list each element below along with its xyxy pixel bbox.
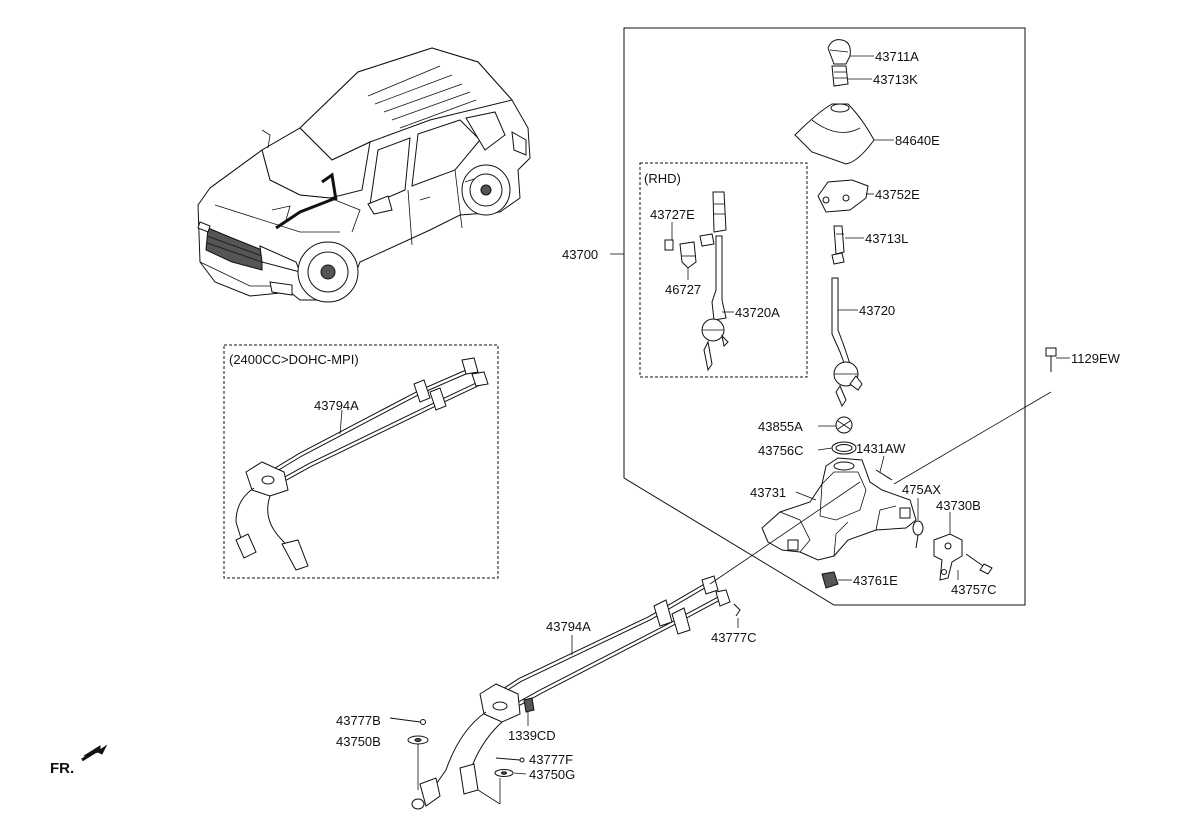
label-43720: 43720 — [859, 303, 895, 318]
label-43711A: 43711A — [875, 49, 919, 64]
label-43727E: 43727E — [650, 207, 695, 222]
cable-assembly-engine-variant — [235, 357, 489, 571]
label-43750G: 43750G — [529, 767, 575, 782]
label-84640E: 84640E — [895, 133, 940, 148]
label-43730B: 43730B — [936, 498, 981, 513]
label-43794A: 43794A — [546, 619, 591, 634]
cable-assembly-main — [389, 575, 741, 810]
label-43761E: 43761E — [853, 573, 898, 588]
label-43731: 43731 — [750, 485, 786, 500]
label-43757C: 43757C — [951, 582, 997, 597]
label-43777C: 43777C — [711, 630, 757, 645]
label-front-direction: FR. — [50, 760, 74, 777]
label-1339CD: 1339CD — [508, 728, 556, 743]
label-43756C: 43756C — [758, 443, 804, 458]
label-43777F: 43777F — [529, 752, 573, 767]
shift-lever-assembly — [794, 39, 893, 481]
label-43794A-engine: 43794A — [314, 398, 359, 413]
assembly-43700-boundary — [623, 27, 1026, 606]
label-43750B: 43750B — [336, 734, 381, 749]
engine-variant-boundary — [223, 344, 499, 579]
label-rhd: (RHD) — [644, 171, 681, 186]
rhd-variant-boundary — [639, 162, 808, 378]
label-43855A: 43855A — [758, 419, 803, 434]
label-1431AW: 1431AW — [856, 441, 906, 456]
label-46727: 46727 — [665, 282, 701, 297]
part-labels: 43711A 43713K 84640E 43752E 43713L 43720… — [50, 49, 1121, 782]
label-43777B: 43777B — [336, 713, 381, 728]
label-43713L: 43713L — [865, 231, 908, 246]
label-engine-variant: (2400CC>DOHC-MPI) — [229, 352, 359, 367]
shift-bracket-43731 — [761, 347, 1057, 589]
label-475AX: 475AX — [902, 482, 941, 497]
front-direction-icon — [81, 744, 108, 762]
label-43713K: 43713K — [873, 72, 918, 87]
label-43720A: 43720A — [735, 305, 780, 320]
label-1129EW: 1129EW — [1071, 351, 1121, 366]
leader-lines — [339, 55, 1070, 805]
vehicle-illustration — [197, 47, 531, 303]
label-43752E: 43752E — [875, 187, 920, 202]
label-43700: 43700 — [562, 247, 598, 262]
rhd-lever-assembly — [664, 191, 729, 372]
